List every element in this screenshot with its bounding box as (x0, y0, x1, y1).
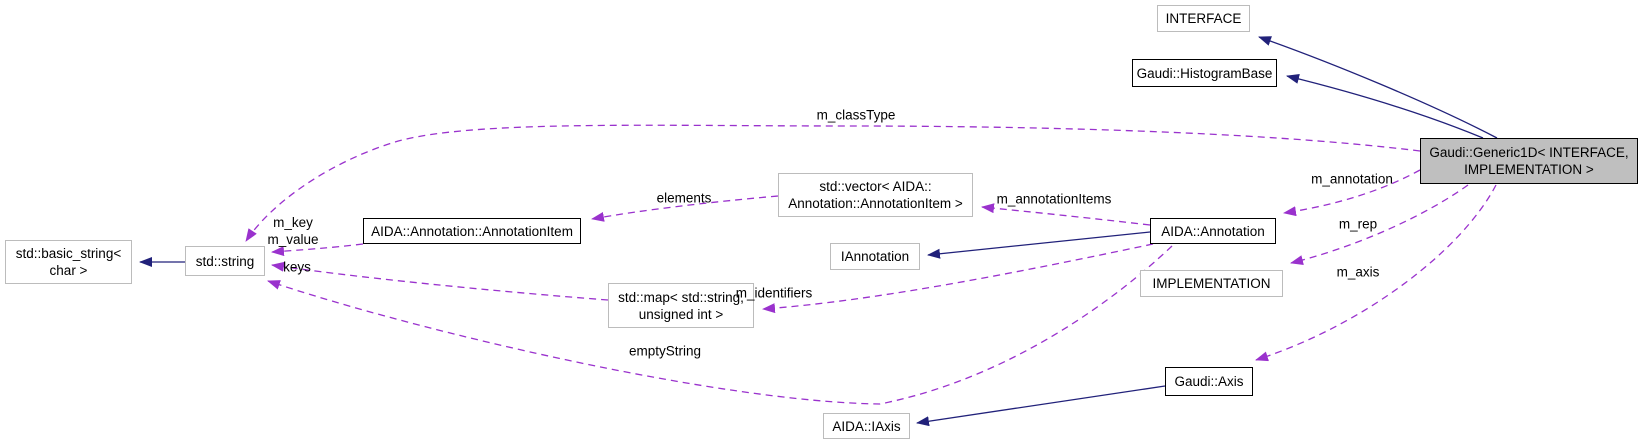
node-implementation[interactable]: IMPLEMENTATION (1140, 270, 1283, 297)
edge-label-keys: keys (283, 259, 311, 275)
edge-axis-to-iaxis (916, 385, 1166, 427)
node-aida-iaxis[interactable]: AIDA::IAxis (823, 413, 910, 439)
edge-label-m-identifiers: m_identifiers (735, 285, 813, 301)
node-interface[interactable]: INTERFACE (1157, 5, 1250, 32)
edge-keys (271, 261, 609, 301)
node-std-string[interactable]: std::string (185, 246, 265, 276)
edge-label-m-annotation: m_annotation (1311, 171, 1393, 187)
edge-annotation-to-iannotation (927, 231, 1151, 259)
edge-m-annotationitems (981, 203, 1151, 226)
node-gaudi-axis[interactable]: Gaudi::Axis (1165, 367, 1253, 396)
edge-m-rep (1290, 184, 1469, 265)
edge-generic1d-to-histogrambase (1286, 74, 1484, 139)
node-std-basic-string[interactable]: std::basic_string< char > (5, 240, 132, 284)
node-std-map[interactable]: std::map< std::string, unsigned int > (608, 283, 754, 328)
edge-label-m-axis: m_axis (1336, 264, 1380, 280)
node-iannotation[interactable]: IAnnotation (830, 243, 920, 270)
edge-m-identifiers (762, 243, 1154, 314)
node-aida-annotation[interactable]: AIDA::Annotation (1150, 218, 1276, 244)
node-std-vector-annotationitem[interactable]: std::vector< AIDA:: Annotation::Annotati… (778, 173, 973, 217)
edge-label-m-annotationitems: m_annotationItems (996, 191, 1112, 207)
edge-label-elements: elements (656, 190, 712, 206)
edge-generic1d-to-interface (1258, 36, 1498, 139)
node-aida-annotation-annotationitem[interactable]: AIDA::Annotation::AnnotationItem (363, 218, 581, 244)
edge-label-emptystring: emptyString (628, 343, 702, 359)
node-gaudi-generic1d[interactable]: Gaudi::Generic1D< INTERFACE, IMPLEMENTAT… (1420, 138, 1638, 184)
node-gaudi-histogrambase[interactable]: Gaudi::HistogramBase (1132, 59, 1277, 87)
edge-label-m-key-m-value: m_key m_value (267, 215, 319, 247)
edge-label-m-rep: m_rep (1338, 216, 1378, 232)
edge-label-m-classtype: m_classType (816, 107, 896, 123)
